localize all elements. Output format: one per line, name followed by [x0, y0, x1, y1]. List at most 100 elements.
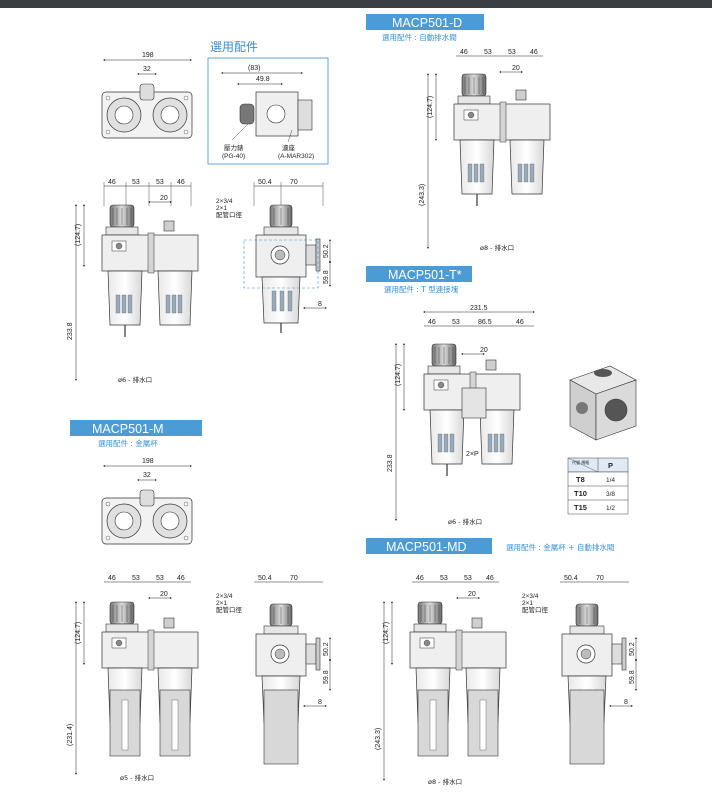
tag-md: MACP501-MD	[386, 540, 467, 554]
dim-504: 50.4	[258, 179, 272, 186]
t-table: 代號 規格 P T8 1/4 T10 3/8 T15 1/2	[567, 457, 629, 515]
md-598: 59.8	[629, 670, 636, 684]
dim-53b: 53	[156, 179, 164, 186]
m-598: 59.8	[323, 670, 330, 684]
d-53a: 53	[484, 49, 492, 56]
dim-top-width2: 32	[143, 66, 151, 73]
m-231: (231.4)	[67, 724, 74, 746]
md-124: (124.7)	[383, 622, 390, 644]
m-top-w2: 32	[143, 472, 151, 479]
t-46a: 46	[428, 319, 436, 326]
sub-d: 選用配件 : 自動排水閥	[382, 32, 457, 42]
md-243: (243.3)	[375, 728, 382, 750]
section-m: MACP501-M 選用配件 : 金屬杯 198 32 46 53 53 46 …	[67, 420, 331, 782]
options-title: 選用配件	[210, 40, 258, 54]
t-w: 231.5	[470, 305, 488, 312]
d-124: (124.7)	[427, 96, 434, 118]
t-row-1-code: T8	[576, 475, 585, 484]
dim-46b: 46	[177, 179, 185, 186]
t-p: 2×P	[466, 451, 479, 458]
t-row-3-p: 1/2	[606, 505, 615, 512]
d-46b: 46	[530, 49, 538, 56]
t-233: 233.8	[387, 454, 394, 472]
md-502: 50.2	[629, 642, 636, 656]
options-box: 選用配件 (83) 49.8 壓力錶 (PG-40) 濾座 (A-MAR302)	[207, 40, 329, 165]
t-46b: 46	[516, 319, 524, 326]
md-20: 20	[468, 591, 476, 598]
m-top-w: 198	[142, 458, 154, 465]
sub-md: 選用配件 : 金屬杯 + 自動排水閥	[506, 542, 614, 552]
t-row-3-code: T15	[574, 503, 587, 512]
m-46a: 46	[108, 575, 116, 582]
section-md: MACP501-MD 選用配件 : 金屬杯 + 自動排水閥 46 53 53 4…	[366, 538, 637, 786]
m-53b: 53	[156, 575, 164, 582]
opt-filter-model: (A-MAR302)	[278, 153, 314, 160]
dim-20: 20	[160, 195, 168, 202]
opt-gauge-model: (PG-40)	[222, 153, 245, 160]
d-46a: 46	[460, 49, 468, 56]
m-124: (124.7)	[75, 622, 82, 644]
m-70: 70	[290, 575, 298, 582]
t-drain: ø6 - 排水口	[448, 517, 482, 526]
md-46b: 46	[486, 575, 494, 582]
tag-d: MACP501-D	[392, 16, 462, 30]
m-port2: 2×1	[216, 600, 227, 607]
dim-top-width: 198	[142, 52, 154, 59]
md-port1: 2×3/4	[522, 593, 539, 600]
main-front-view: 46 53 53 46 20 (124.7) 233.8 ø6 - 排水口	[67, 179, 199, 384]
m-20: 20	[160, 591, 168, 598]
t-table-header-p: P	[608, 461, 613, 470]
t-865: 86.5	[478, 319, 492, 326]
main-drain: ø6 - 排水口	[118, 375, 152, 384]
dim-124: (124.7)	[75, 224, 82, 246]
tag-m: MACP501-M	[92, 422, 164, 436]
md-46a: 46	[416, 575, 424, 582]
t-row-2-p: 3/8	[606, 491, 615, 498]
dim-233: 233.8	[67, 322, 74, 340]
main-side-view: 50.4 70 2×3/4 2×1 配管口徑 50.2 59.8 8	[216, 179, 331, 334]
md-504: 50.4	[564, 575, 578, 582]
dim-70: 70	[290, 179, 298, 186]
dim-598: 59.8	[323, 270, 330, 284]
port-size1: 2×3/4	[216, 198, 233, 205]
dim-8: 8	[318, 301, 322, 308]
sub-t: 選用配件 : T 型連接塊	[384, 284, 459, 294]
port-cn: 配管口徑	[216, 210, 243, 219]
md-53b: 53	[464, 575, 472, 582]
opt-filter-cn: 濾座	[282, 143, 296, 152]
opt-dim2: 49.8	[256, 76, 270, 83]
md-port2: 2×1	[522, 600, 533, 607]
t-53: 53	[452, 319, 460, 326]
m-502: 50.2	[323, 642, 330, 656]
m-53a: 53	[132, 575, 140, 582]
d-53b: 53	[508, 49, 516, 56]
md-70: 70	[596, 575, 604, 582]
m-504: 50.4	[258, 575, 272, 582]
dim-53a: 53	[132, 179, 140, 186]
dim-502: 50.2	[323, 244, 330, 258]
dim-46a: 46	[108, 179, 116, 186]
m-8: 8	[318, 699, 322, 706]
t-20: 20	[480, 347, 488, 354]
md-8: 8	[624, 699, 628, 706]
port-size2: 2×1	[216, 205, 227, 212]
t-row-2-code: T10	[574, 489, 587, 498]
md-port-cn: 配管口徑	[522, 605, 549, 614]
main-top-view: 198 32	[101, 52, 193, 139]
t-row-1-p: 1/4	[606, 477, 615, 484]
md-drain: ø8 - 排水口	[428, 777, 462, 786]
md-53a: 53	[440, 575, 448, 582]
m-port-cn: 配管口徑	[216, 605, 243, 614]
opt-gauge-cn: 壓力錶	[224, 143, 244, 152]
t-table-header-cn: 代號 規格	[572, 459, 589, 465]
d-drain: ø8 - 排水口	[480, 243, 514, 252]
sub-m: 選用配件 : 金屬杯	[98, 438, 158, 448]
m-port1: 2×3/4	[216, 593, 233, 600]
t-block-image	[569, 365, 637, 441]
m-drain: ø5 - 排水口	[120, 773, 154, 782]
section-d: MACP501-D 選用配件 : 自動排水閥 46 53 53 46 20 (1…	[366, 14, 551, 252]
tag-t: MACP501-T*	[388, 268, 462, 282]
section-t: MACP501-T* 選用配件 : T 型連接塊 231.5 46 53 86.…	[366, 266, 637, 526]
opt-dim1: (83)	[248, 65, 260, 72]
